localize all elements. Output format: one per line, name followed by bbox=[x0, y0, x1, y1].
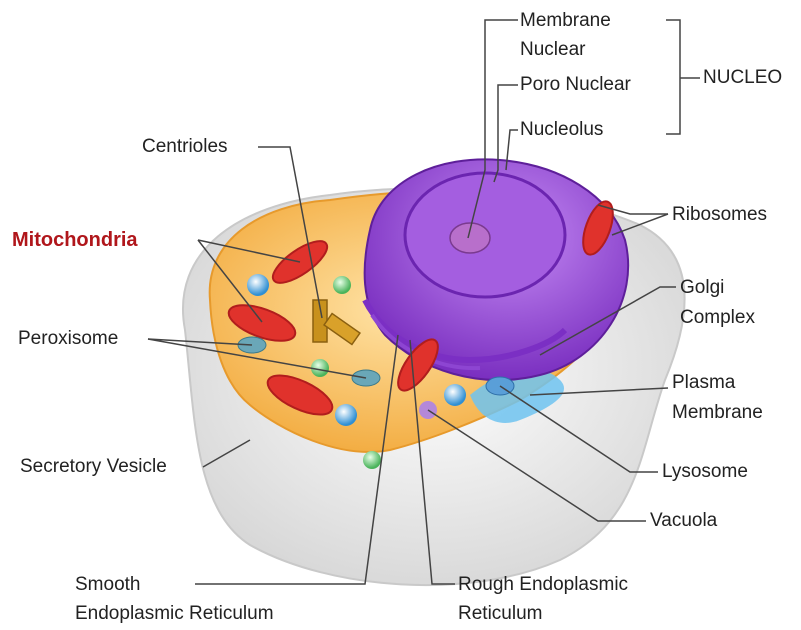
label-plasma-2: Membrane bbox=[672, 401, 763, 426]
label-membrane-nuclear-2: Nuclear bbox=[520, 38, 585, 63]
label-peroxisome: Peroxisome bbox=[18, 327, 118, 352]
label-lysosome: Lysosome bbox=[662, 460, 748, 485]
label-smooth-er-2: Endoplasmic Reticulum bbox=[75, 602, 274, 627]
label-rough-er-2: Reticulum bbox=[458, 602, 542, 627]
label-golgi-1: Golgi bbox=[680, 276, 724, 301]
label-mitochondria: Mitochondria bbox=[12, 227, 138, 253]
label-nucleo: NUCLEO bbox=[703, 66, 782, 91]
label-smooth-er-1: Smooth bbox=[75, 573, 140, 598]
label-golgi-2: Complex bbox=[680, 306, 755, 331]
label-secretory-vesicle: Secretory Vesicle bbox=[20, 455, 167, 480]
label-membrane-nuclear-1: Membrane bbox=[520, 9, 611, 34]
label-centrioles: Centrioles bbox=[142, 135, 228, 160]
label-nucleolus: Nucleolus bbox=[520, 118, 603, 143]
label-ribosomes: Ribosomes bbox=[672, 203, 767, 228]
label-poro-nuclear: Poro Nuclear bbox=[520, 73, 631, 98]
label-rough-er-1: Rough Endoplasmic bbox=[458, 573, 628, 598]
label-plasma-1: Plasma bbox=[672, 371, 735, 396]
label-vacuola: Vacuola bbox=[650, 509, 717, 534]
